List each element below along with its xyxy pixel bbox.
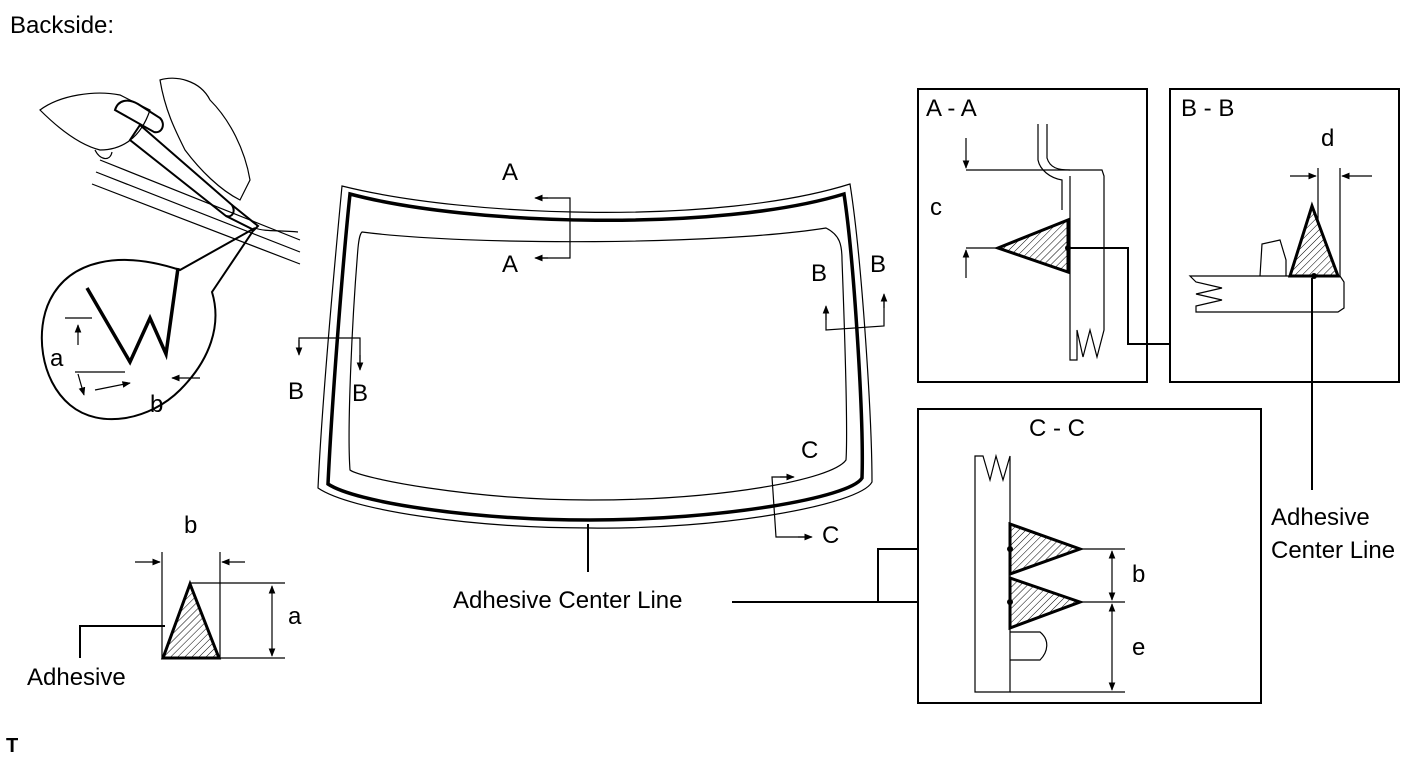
page-title: Backside: [10,12,114,39]
adhesive-label: Adhesive [27,664,126,691]
panel-aa-dim-c-label: c [930,194,942,221]
panel-cc-dim-b-label: b [1132,561,1145,588]
panel-cc-title: C - C [1029,415,1085,442]
section-a-top-label: A [502,159,518,186]
bead-profile: b a Adhesive [27,512,302,691]
section-markers: A A B B B B C C [288,159,888,549]
panel-bb-title: B - B [1181,95,1234,122]
section-a-bottom-label: A [502,251,518,278]
right-center-line-label-line1: Adhesive [1271,504,1370,531]
panel-section-aa: A - A c [917,88,1312,383]
bead-dim-b-label: b [150,391,163,418]
bead-dim-a-label: a [50,345,64,372]
section-c-bottom-label: C [822,522,839,549]
section-c-top-label: C [801,437,818,464]
section-b-right-outer-label: B [870,251,886,278]
windshield-outline [317,183,873,572]
panel-cc-dim-e-label: e [1132,634,1145,661]
panel-aa-title: A - A [926,95,977,122]
section-b-left-outer-label: B [288,378,304,405]
center-line-leader: Adhesive Center Line [453,548,1010,614]
bead-magnifier: a b [40,227,256,421]
center-line-label: Adhesive Center Line [453,587,682,614]
footer-mark: T [6,735,18,757]
panel-bb-dim-d-label: d [1321,125,1334,152]
applicator-illustration [39,77,301,265]
right-center-line-label-line2: Center Line [1271,537,1395,564]
section-b-right-inner-label: B [811,260,827,287]
panel-section-cc: C - C b e [917,408,1262,704]
profile-dim-b-label: b [184,512,197,539]
section-b-left-inner-label: B [352,380,368,407]
profile-dim-a-label: a [288,603,302,630]
panel-section-bb: B - B d [1169,88,1400,490]
